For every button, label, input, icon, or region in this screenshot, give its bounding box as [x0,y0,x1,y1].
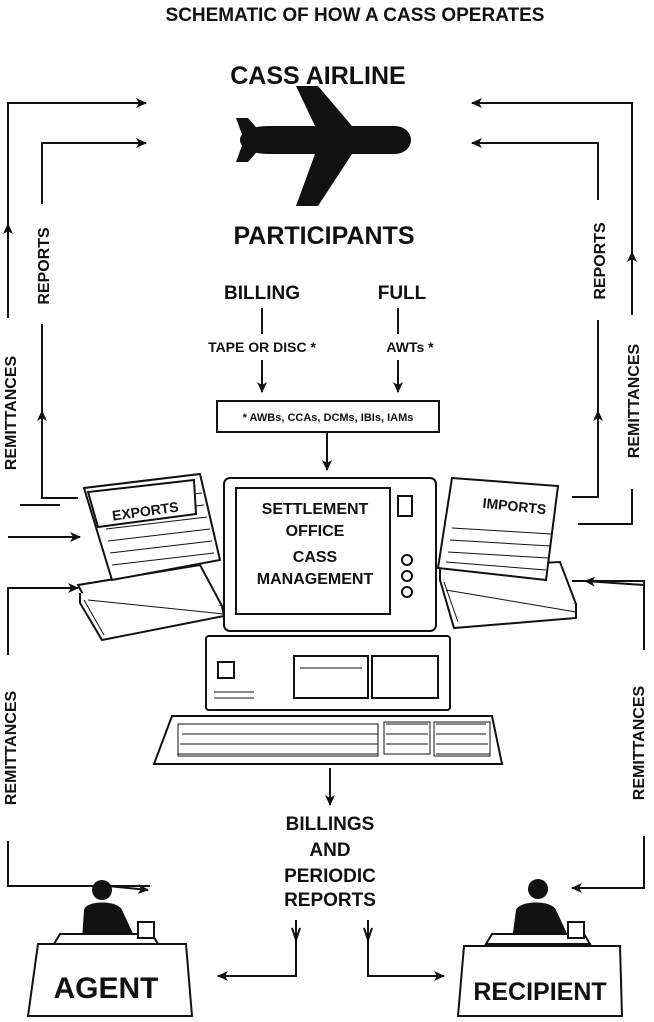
settlement-line4: MANAGEMENT [257,571,374,588]
agent-label: AGENT [54,972,159,1005]
right-reports: REPORTS [592,222,609,300]
output-line3: PERIODIC [284,866,376,887]
awts-label: AWTs * [386,339,434,355]
recipient-person-phone-icon [484,879,592,945]
output-line2: AND [309,840,350,861]
left-remittances-upper: REMITTANCES [3,355,20,470]
right-remittances-upper: REMITTANCES [626,343,643,458]
settlement-line2: OFFICE [286,523,345,540]
agent-desk [26,943,194,1017]
settlement-line1: SETTLEMENT [262,501,369,518]
output-line1: BILLINGS [286,814,375,835]
airplane-icon [236,86,411,206]
settlement-line3: CASS [293,549,338,566]
tape-or-disc-label: TAPE OR DISC * [208,339,316,355]
documents-box [216,400,440,433]
agent-person-phone-icon [52,880,160,945]
imports-label: IMPORTS [482,495,547,518]
recipient-label: RECIPIENT [473,978,606,1006]
left-remittances-lower: REMITTANCES [3,690,20,805]
exports-report-stack [76,472,226,642]
documents-label: * AWBs, CCAs, DCMs, IBIs, IAMs [243,412,414,424]
recipient-desk [456,945,624,1017]
diagram-title: SCHEMATIC OF HOW A CASS OPERATES [166,5,545,26]
left-reports: REPORTS [36,227,53,305]
airline-label-bottom: PARTICIPANTS [233,222,414,250]
airline-label-top: CASS AIRLINE [230,62,405,90]
imports-report-stack [436,476,578,630]
billing-heading: BILLING [224,283,300,304]
computer-icon [205,477,451,711]
keyboard-icon [152,715,504,765]
output-line4: REPORTS [284,890,376,911]
full-heading: FULL [378,283,427,304]
right-remittances-lower: REMITTANCES [631,685,648,800]
